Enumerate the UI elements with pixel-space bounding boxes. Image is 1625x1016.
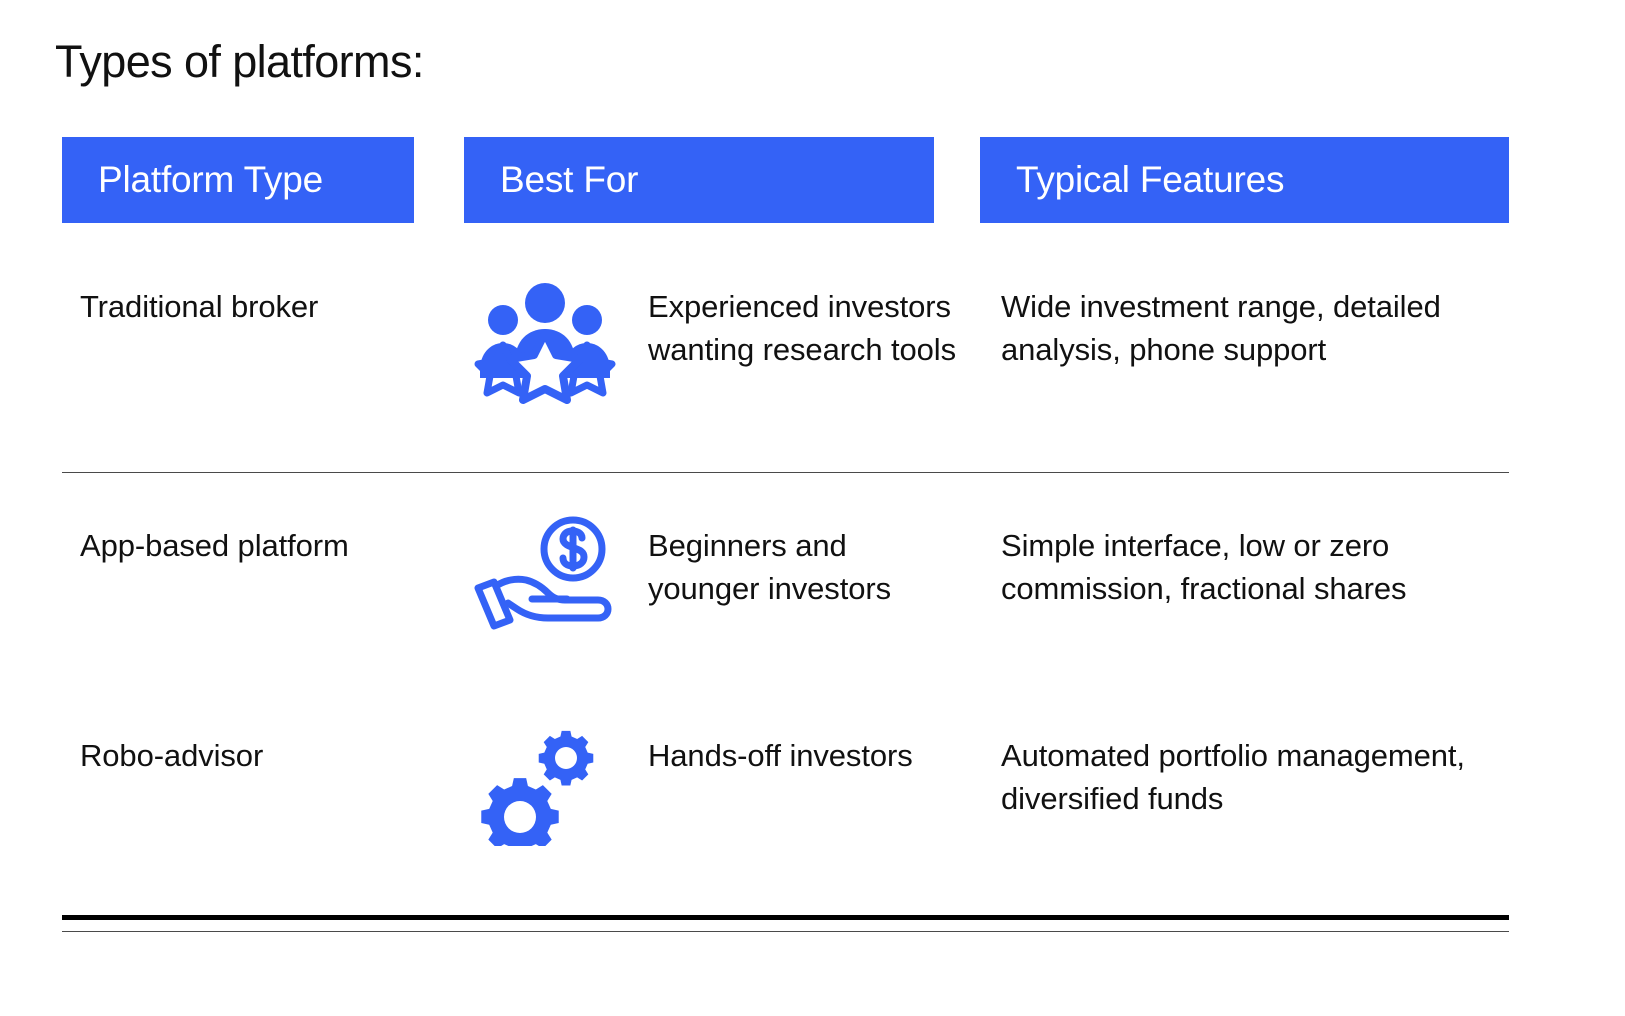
column-header-label: Platform Type xyxy=(98,159,323,200)
cell-best-for: Beginners and younger investors xyxy=(648,528,891,606)
column-header-label: Best For xyxy=(500,159,639,200)
gears-icon xyxy=(470,716,620,856)
cell-platform-type: Traditional broker xyxy=(80,289,319,324)
cell-best-for: Hands-off investors xyxy=(648,738,913,773)
table-bottom-rule xyxy=(62,915,1509,920)
column-header-label: Typical Features xyxy=(1016,159,1285,200)
group-of-people-with-stars-icon xyxy=(470,275,620,415)
table-row: Robo-advisor Hands-off investors Aut xyxy=(0,682,1625,917)
cell-platform-type: App-based platform xyxy=(80,528,349,563)
cell-typical-features: Wide investment range, detailed analysis… xyxy=(1001,289,1441,367)
cell-typical-features: Simple interface, low or zero commission… xyxy=(1001,528,1407,606)
column-header-typical-features: Typical Features xyxy=(980,137,1509,223)
page-title: Types of platforms: xyxy=(55,36,424,87)
row-divider xyxy=(62,931,1509,932)
row-divider xyxy=(62,472,1509,473)
table-body: Traditional broker xyxy=(0,223,1625,932)
cell-platform-type: Robo-advisor xyxy=(80,738,264,773)
column-header-best-for: Best For xyxy=(464,137,934,223)
table-header-row: Platform Type Best For Typical Features xyxy=(0,137,1625,223)
cell-best-for: Experienced investors wanting research t… xyxy=(648,289,956,367)
table-row: Traditional broker xyxy=(0,223,1625,473)
hand-holding-dollar-coin-icon xyxy=(470,516,620,656)
cell-typical-features: Automated portfolio management, diversif… xyxy=(1001,738,1465,816)
column-header-platform-type: Platform Type xyxy=(62,137,414,223)
table-row: App-based platform xyxy=(0,472,1625,932)
